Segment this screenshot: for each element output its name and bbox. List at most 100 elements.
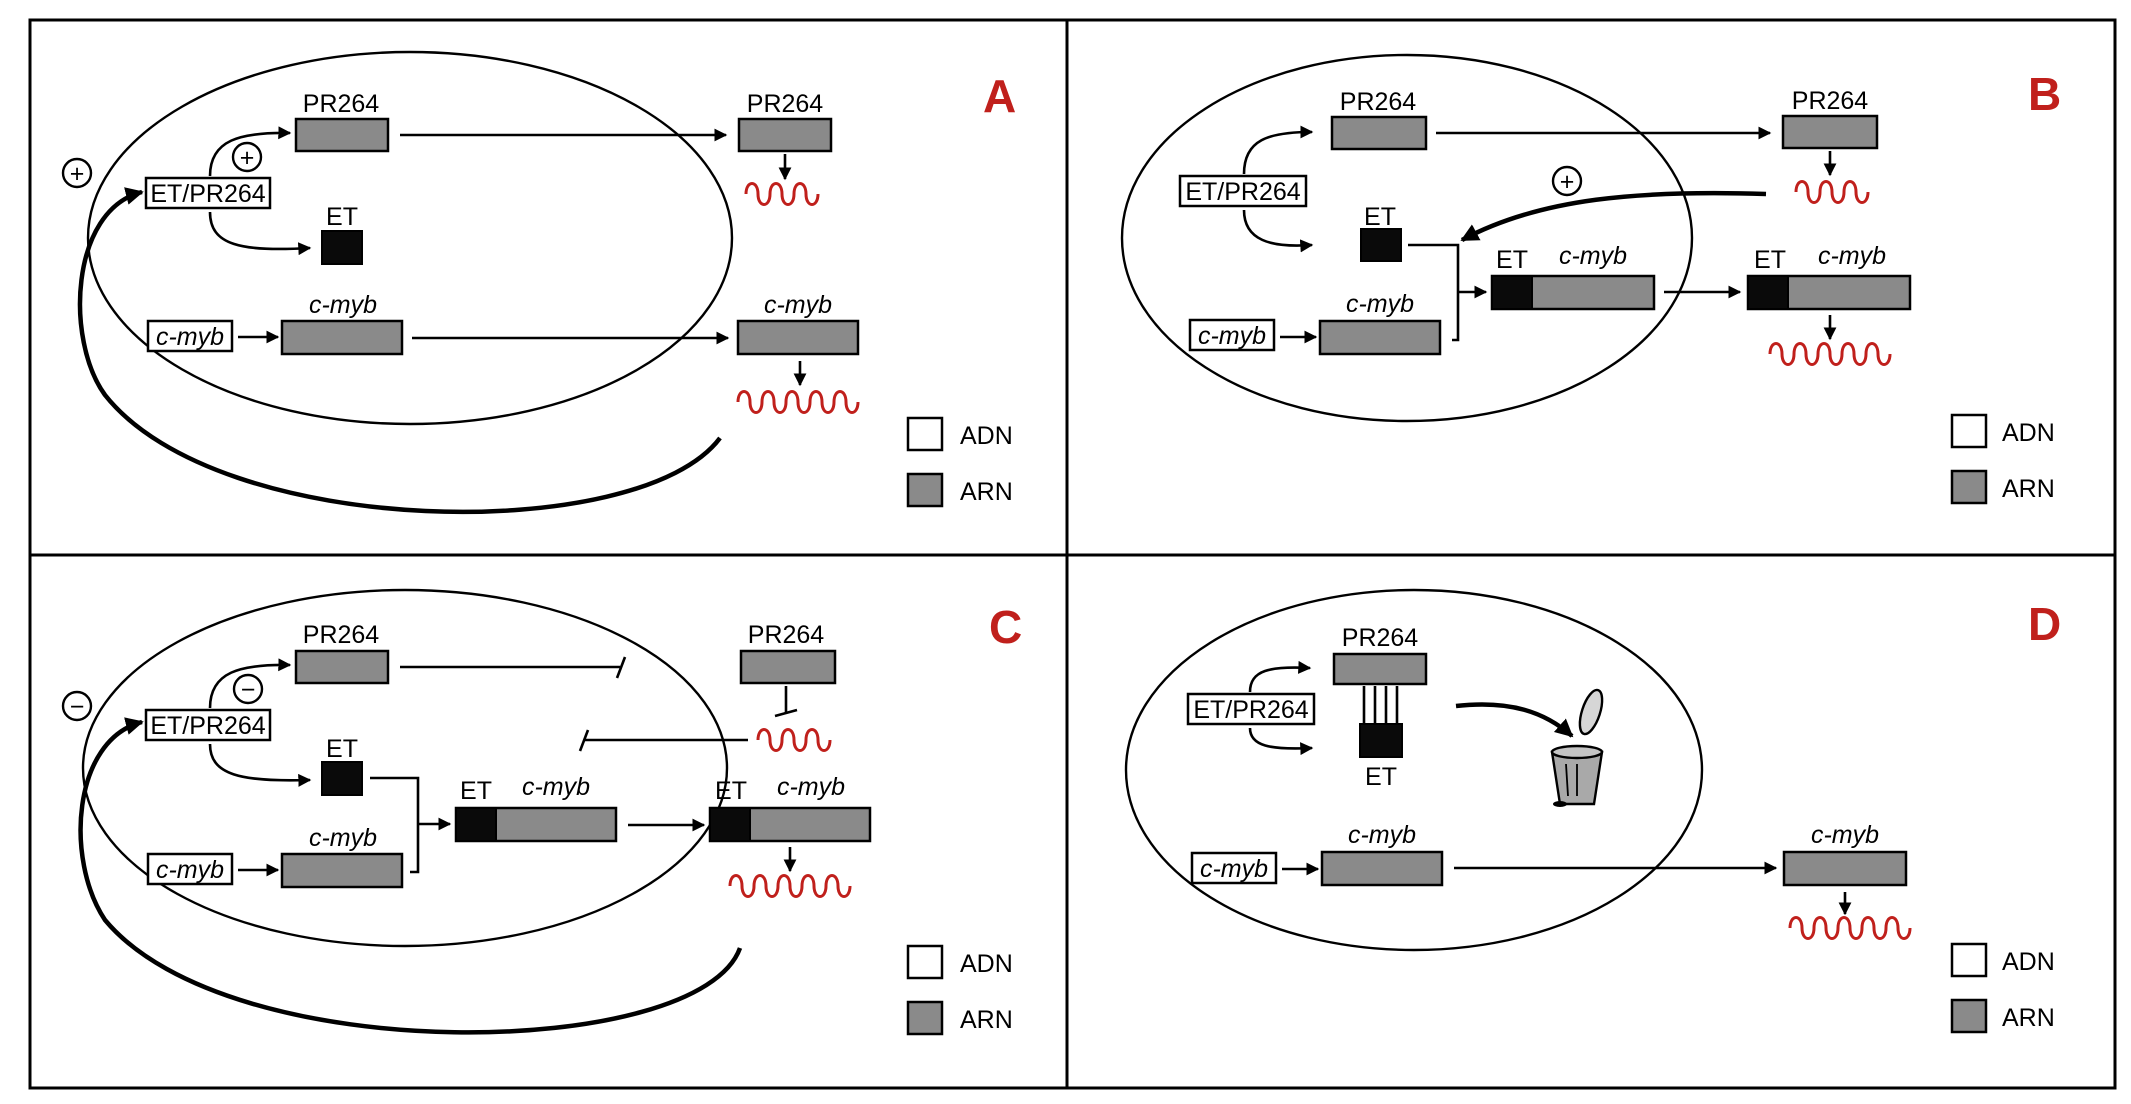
legend-rna-label: ARN	[960, 478, 1013, 506]
legend-dna-label: ADN	[2002, 948, 2055, 976]
legend-dna-swatch	[906, 416, 944, 452]
cmyb-rna	[280, 852, 404, 889]
panel-b: B ET/PR264 PR264 PR264 + ET c-myb c-myb …	[1120, 53, 2061, 505]
inhibition-bar	[615, 656, 627, 679]
legend-rna-label: ARN	[2002, 475, 2055, 503]
minus-sign: −	[241, 676, 256, 704]
panel-letter: B	[2028, 68, 2061, 120]
et-label: ET	[1364, 203, 1396, 231]
cmyb-gene-label: c-myb	[156, 856, 224, 884]
pr264-rna-cytoplasm	[739, 649, 837, 685]
cmyb-gene	[1190, 851, 1278, 885]
et-label: ET	[1754, 246, 1786, 274]
fusion-et-part	[1747, 275, 1789, 310]
et-label: ET	[715, 777, 747, 805]
et-label: ET	[1496, 246, 1528, 274]
fusion-et-part	[709, 807, 751, 842]
cmyb-gene-label: c-myb	[156, 323, 224, 351]
legend-rna-swatch	[1950, 998, 1988, 1034]
plus-sign: +	[240, 144, 255, 172]
legend-rna-swatch	[906, 1000, 944, 1036]
legend-rna-label: ARN	[2002, 1004, 2055, 1032]
cell-outline	[1124, 588, 1704, 952]
et-fragment	[1359, 723, 1403, 758]
pr264-label: PR264	[303, 90, 380, 118]
cmyb-gene-label: c-myb	[1198, 322, 1266, 350]
legend-rna-label: ARN	[960, 1006, 1013, 1034]
trash-bin-icon	[1550, 688, 1604, 807]
pr264-rna	[294, 649, 390, 685]
cmyb-gene	[146, 852, 234, 886]
branch-down-arrow	[208, 211, 312, 256]
cmyb-rna	[280, 319, 404, 356]
cmyb-rna	[1320, 850, 1444, 887]
cmyb-rna	[1318, 319, 1442, 356]
cmyb-gene-label: c-myb	[1200, 855, 1268, 883]
pr264-label: PR264	[1342, 624, 1419, 652]
et-pr264-gene	[144, 708, 272, 742]
et-pr264-label: ET/PR264	[1185, 178, 1300, 206]
et-pr264-label: ET/PR264	[150, 712, 265, 740]
inhibition-bar	[578, 729, 590, 752]
alpha-helix-icon	[1768, 342, 1892, 366]
cell-outline	[81, 588, 729, 948]
cmyb-label: c-myb	[309, 824, 377, 852]
branch-up-arrow	[1248, 660, 1312, 693]
legend-dna-swatch	[906, 944, 944, 980]
pr264-rna	[1332, 652, 1428, 686]
pr264-label: PR264	[303, 621, 380, 649]
panel-letter: A	[983, 70, 1016, 122]
et-label: ET	[326, 735, 358, 763]
cmyb-gene	[1188, 318, 1276, 352]
cmyb-label: c-myb	[522, 773, 590, 801]
feedback-loop-arrow	[78, 717, 743, 1035]
et-fragment	[321, 230, 363, 265]
legend-dna-swatch	[1950, 413, 1988, 449]
cell-outline	[86, 50, 734, 426]
degradation-arrow	[1455, 702, 1574, 738]
alpha-helix-icon	[744, 182, 820, 206]
legend-rna-swatch	[1950, 469, 1988, 505]
pr264-label: PR264	[1340, 88, 1417, 116]
et-pr264-label: ET/PR264	[150, 180, 265, 208]
legend-dna-label: ADN	[960, 422, 1013, 450]
cmyb-gene	[146, 319, 234, 353]
panel-c: C − ET/PR264 − PR264 PR264 ET c-myb c	[61, 588, 1022, 1036]
minus-sign-icon	[232, 673, 264, 705]
legend-rna-swatch	[906, 472, 944, 508]
alpha-helix-icon	[1788, 916, 1912, 940]
branch-up-arrow	[208, 126, 292, 177]
cmyb-label: c-myb	[1346, 290, 1414, 318]
fusion-et-part	[455, 807, 497, 842]
cmyb-label: c-myb	[1818, 242, 1886, 270]
pr264-label: PR264	[1792, 87, 1869, 115]
et-pr264-gene	[1186, 692, 1316, 726]
feedback-loop-arrow	[77, 187, 722, 515]
plus-sign-icon	[1551, 165, 1583, 197]
pr264-rna-cytoplasm	[1781, 114, 1879, 150]
alpha-helix-icon	[756, 728, 832, 752]
panel-d: D ET/PR264 PR264 ET c-myb c-myb	[1124, 588, 2061, 1034]
minus-sign-icon	[61, 690, 93, 722]
cmyb-label: c-myb	[1559, 242, 1627, 270]
cmyb-label: c-myb	[1348, 821, 1416, 849]
et-label: ET	[1365, 763, 1397, 791]
inhibition-bar	[774, 708, 798, 718]
panel-a: A + ET/PR264 + PR264 PR264 ET c-myb c-my…	[61, 50, 1016, 515]
et-pr264-gene	[144, 176, 272, 210]
branch-down-arrow	[1248, 727, 1314, 756]
panel-letter: D	[2028, 598, 2061, 650]
et-pr264-gene	[1178, 174, 1308, 208]
pr264-label: PR264	[748, 621, 825, 649]
cmyb-label: c-myb	[764, 291, 832, 319]
alpha-helix-icon	[736, 390, 860, 414]
plus-sign-icon	[231, 141, 263, 173]
pr264-label: PR264	[747, 90, 824, 118]
et-label: ET	[326, 203, 358, 231]
fusion-et-part	[1491, 275, 1533, 310]
et-label: ET	[460, 777, 492, 805]
pr264-rna-cytoplasm	[737, 117, 833, 153]
legend-dna-label: ADN	[2002, 419, 2055, 447]
plus-sign-icon	[61, 157, 93, 189]
